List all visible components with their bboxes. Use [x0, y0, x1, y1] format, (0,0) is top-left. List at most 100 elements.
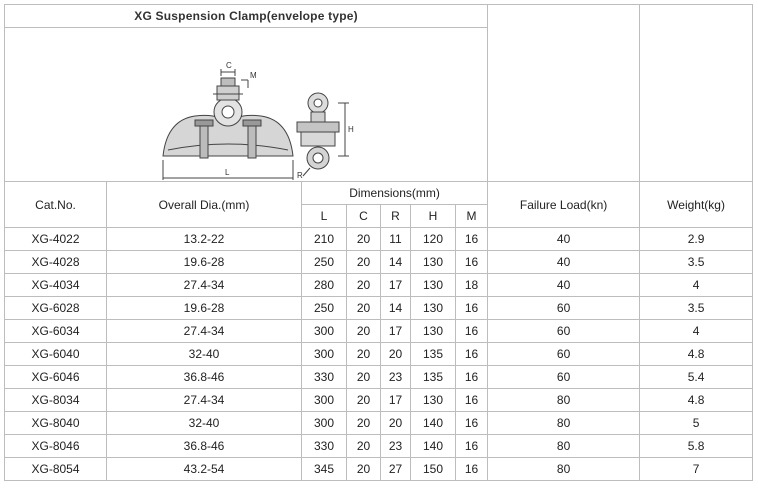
cell-m: 16	[454, 227, 489, 251]
cell-m: 18	[454, 273, 489, 297]
label-m: M	[250, 71, 257, 80]
header-failure-load: Failure Load(kn)	[487, 181, 641, 228]
cell-cat-no: XG-6034	[4, 319, 107, 343]
empty-cell-load	[487, 4, 641, 182]
cell-failure-load: 40	[487, 273, 641, 297]
cell-cat-no: XG-8046	[4, 434, 107, 458]
header-weight: Weight(kg)	[639, 181, 754, 228]
cell-l: 300	[301, 319, 347, 343]
cell-failure-load: 60	[487, 365, 641, 389]
cell-m: 16	[454, 319, 489, 343]
cell-overall-dia: 27.4-34	[106, 273, 302, 297]
cell-m: 16	[454, 296, 489, 320]
cell-cat-no: XG-4034	[4, 273, 107, 297]
cell-c: 20	[346, 365, 381, 389]
clamp-diagram: C M L H R	[162, 61, 354, 180]
cell-weight: 4.8	[639, 388, 754, 412]
cell-cat-no: XG-6028	[4, 296, 107, 320]
cell-weight: 4	[639, 319, 754, 343]
cell-r: 27	[380, 457, 411, 481]
cell-overall-dia: 19.6-28	[106, 296, 302, 320]
cell-overall-dia: 27.4-34	[106, 319, 302, 343]
cell-h: 130	[410, 296, 456, 320]
cell-weight: 3.5	[639, 250, 754, 274]
cell-l: 300	[301, 388, 347, 412]
label-h: H	[348, 125, 354, 134]
cell-failure-load: 60	[487, 319, 641, 343]
cell-weight: 4	[639, 273, 754, 297]
empty-cell-weight	[639, 4, 754, 182]
cell-l: 210	[301, 227, 347, 251]
header-overall-dia: Overall Dia.(mm)	[106, 181, 302, 228]
header-dimensions: Dimensions(mm)	[300, 181, 489, 205]
cell-weight: 5	[639, 411, 754, 435]
cell-weight: 5.8	[639, 434, 754, 458]
cell-h: 120	[410, 227, 456, 251]
cell-h: 130	[410, 273, 456, 297]
header-r: R	[380, 204, 411, 228]
cell-m: 16	[454, 365, 489, 389]
cell-failure-load: 40	[487, 250, 641, 274]
cell-h: 140	[410, 411, 456, 435]
cell-h: 130	[410, 319, 456, 343]
cell-h: 135	[410, 365, 456, 389]
cell-failure-load: 80	[487, 457, 641, 481]
label-l: L	[225, 168, 230, 177]
cell-c: 20	[346, 411, 381, 435]
cell-overall-dia: 43.2-54	[106, 457, 302, 481]
cell-cat-no: XG-8040	[4, 411, 107, 435]
cell-overall-dia: 36.8-46	[106, 365, 302, 389]
cell-cat-no: XG-8054	[4, 457, 107, 481]
cell-m: 16	[454, 434, 489, 458]
cell-r: 20	[380, 342, 411, 366]
cell-h: 130	[410, 250, 456, 274]
cell-r: 23	[380, 365, 411, 389]
cell-weight: 3.5	[639, 296, 754, 320]
cell-failure-load: 80	[487, 388, 641, 412]
cell-r: 17	[380, 388, 411, 412]
label-c: C	[226, 61, 232, 70]
cell-overall-dia: 13.2-22	[106, 227, 302, 251]
cell-failure-load: 60	[487, 342, 641, 366]
cell-overall-dia: 36.8-46	[106, 434, 302, 458]
clamp-diagram-cell: C M L H R	[3, 27, 489, 182]
cell-c: 20	[346, 388, 381, 412]
cell-cat-no: XG-4028	[4, 250, 107, 274]
table-title: XG Suspension Clamp(envelope type)	[3, 4, 489, 28]
header-m: M	[454, 204, 489, 228]
cell-cat-no: XG-8034	[4, 388, 107, 412]
cell-failure-load: 60	[487, 296, 641, 320]
cell-failure-load: 80	[487, 434, 641, 458]
cell-overall-dia: 32-40	[106, 342, 302, 366]
cell-m: 16	[454, 388, 489, 412]
cell-r: 23	[380, 434, 411, 458]
cell-m: 16	[454, 342, 489, 366]
cell-failure-load: 80	[487, 411, 641, 435]
cell-weight: 7	[639, 457, 754, 481]
cell-m: 16	[454, 457, 489, 481]
cell-r: 11	[380, 227, 411, 251]
header-c: C	[346, 204, 381, 228]
header-cat-no: Cat.No.	[4, 181, 107, 228]
cell-c: 20	[346, 342, 381, 366]
cell-h: 140	[410, 434, 456, 458]
cell-c: 20	[346, 227, 381, 251]
cell-overall-dia: 32-40	[106, 411, 302, 435]
cell-r: 14	[380, 250, 411, 274]
cell-l: 345	[301, 457, 347, 481]
cell-r: 20	[380, 411, 411, 435]
cell-r: 14	[380, 296, 411, 320]
cell-c: 20	[346, 319, 381, 343]
cell-l: 250	[301, 250, 347, 274]
cell-c: 20	[346, 273, 381, 297]
cell-c: 20	[346, 296, 381, 320]
cell-c: 20	[346, 434, 381, 458]
cell-c: 20	[346, 250, 381, 274]
